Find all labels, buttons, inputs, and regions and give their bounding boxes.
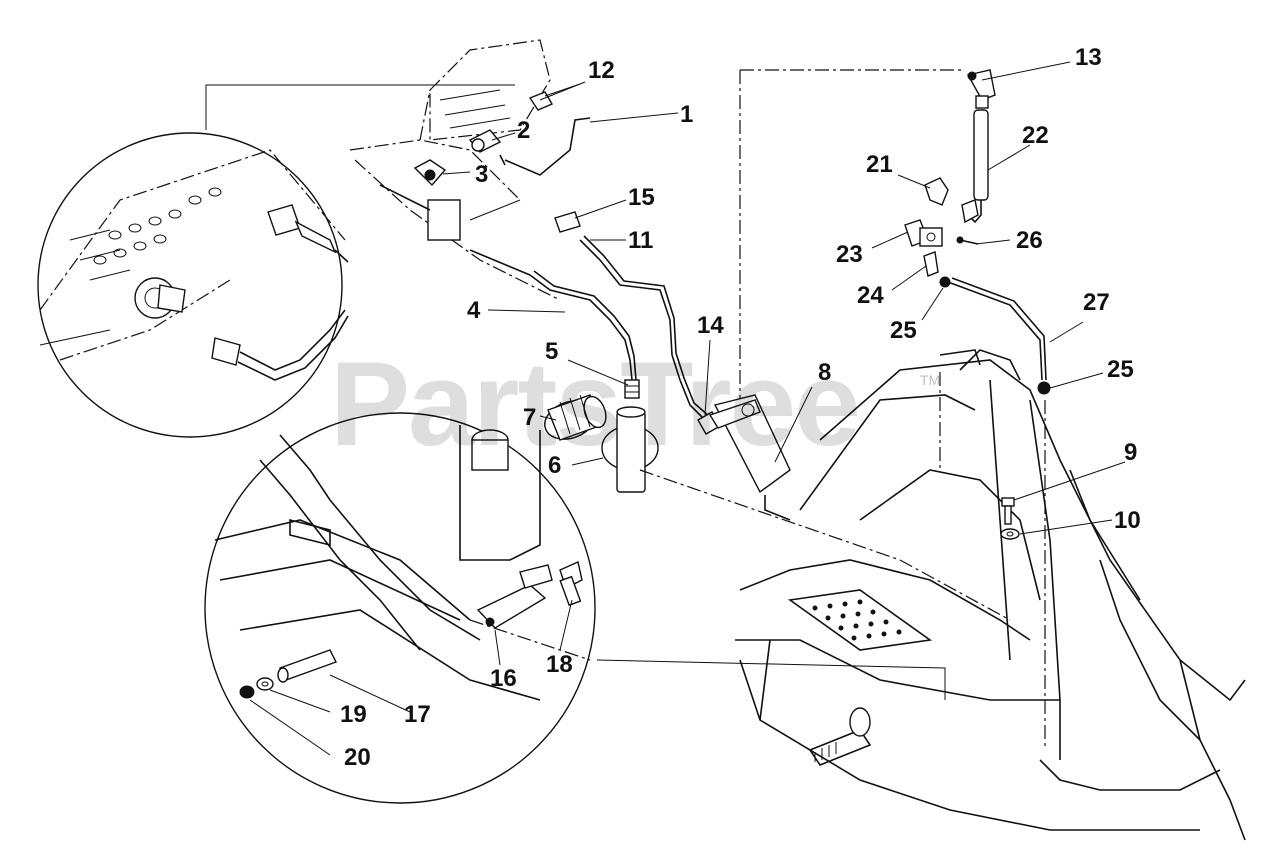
hydraulic-tube-1 <box>499 117 591 176</box>
callout-15[interactable]: 15 <box>628 184 655 211</box>
callout-1[interactable]: 1 <box>680 101 693 128</box>
callout-13[interactable]: 13 <box>1075 44 1102 71</box>
detail-circle-lever <box>204 412 596 804</box>
callout-6[interactable]: 6 <box>548 452 561 479</box>
callout-10[interactable]: 10 <box>1114 507 1141 534</box>
callout-25-b[interactable]: 25 <box>1107 356 1134 383</box>
lever-16 <box>476 564 553 629</box>
fitting-5 <box>624 379 640 399</box>
callout-7[interactable]: 7 <box>523 404 536 431</box>
callout-2[interactable]: 2 <box>517 117 530 144</box>
bolt-18 <box>559 561 583 607</box>
hydraulic-hose-22 <box>961 109 989 224</box>
callout-25-a[interactable]: 25 <box>890 317 917 344</box>
callout-22[interactable]: 22 <box>1022 122 1049 149</box>
washer-10 <box>1000 528 1020 540</box>
callout-20[interactable]: 20 <box>344 744 371 771</box>
detail-connector-lower <box>596 659 946 700</box>
hydraulic-filter-7 <box>544 394 607 441</box>
watermark-trademark: TM <box>920 372 940 388</box>
callout-8[interactable]: 8 <box>818 359 831 386</box>
bolt-9 <box>1001 497 1015 525</box>
checker-plate <box>812 599 902 641</box>
callout-12[interactable]: 12 <box>588 57 615 84</box>
fitting-15 <box>554 211 581 233</box>
callout-5[interactable]: 5 <box>545 338 558 365</box>
callout-9[interactable]: 9 <box>1124 439 1137 466</box>
detail-holes <box>93 187 222 265</box>
fitting-3 <box>413 159 447 187</box>
elbow-fitting-2 <box>468 129 502 153</box>
control-valve <box>349 39 561 301</box>
nut-25-a <box>939 276 951 288</box>
callout-3[interactable]: 3 <box>475 161 488 188</box>
watermark: PartsTree TM <box>330 337 940 471</box>
mower-frame <box>735 69 1246 841</box>
pin-17 <box>277 649 337 683</box>
detail-connector-upper <box>205 84 515 130</box>
hydraulic-tube-11 <box>579 235 710 421</box>
hydraulic-tube-4 <box>529 270 637 381</box>
callout-18[interactable]: 18 <box>546 651 573 678</box>
callout-27[interactable]: 27 <box>1083 289 1110 316</box>
callout-23[interactable]: 23 <box>836 241 863 268</box>
part-callouts: 12 1 2 3 15 11 4 5 14 8 7 6 13 22 21 23 … <box>340 44 1141 771</box>
callout-16[interactable]: 16 <box>490 665 517 692</box>
reservoir-tube-6 <box>601 406 659 493</box>
fitting-21 <box>924 177 949 206</box>
nut-25-b <box>1037 381 1051 395</box>
callout-11[interactable]: 11 <box>628 227 653 254</box>
elbow-fitting-13 <box>966 69 996 109</box>
leader-lines <box>249 61 1126 756</box>
callout-19[interactable]: 19 <box>340 701 367 728</box>
long-reference-line <box>639 469 1011 621</box>
fitting-24 <box>923 251 939 277</box>
watermark-text: PartsTree <box>330 337 859 471</box>
filter-assembly-8 <box>708 394 791 494</box>
callout-17[interactable]: 17 <box>404 701 431 728</box>
callout-14[interactable]: 14 <box>697 312 724 339</box>
callout-24[interactable]: 24 <box>857 282 884 309</box>
washer-19 <box>256 677 274 691</box>
nut-20 <box>239 685 255 699</box>
callout-26[interactable]: 26 <box>1016 227 1043 254</box>
detail-circle-valve <box>37 132 349 438</box>
bracket-23 <box>904 219 943 247</box>
fitting-12 <box>528 83 581 111</box>
screw-26 <box>956 236 979 245</box>
callout-21[interactable]: 21 <box>866 151 893 178</box>
callout-4[interactable]: 4 <box>467 297 481 324</box>
hydraulic-tube-27 <box>947 277 1047 381</box>
